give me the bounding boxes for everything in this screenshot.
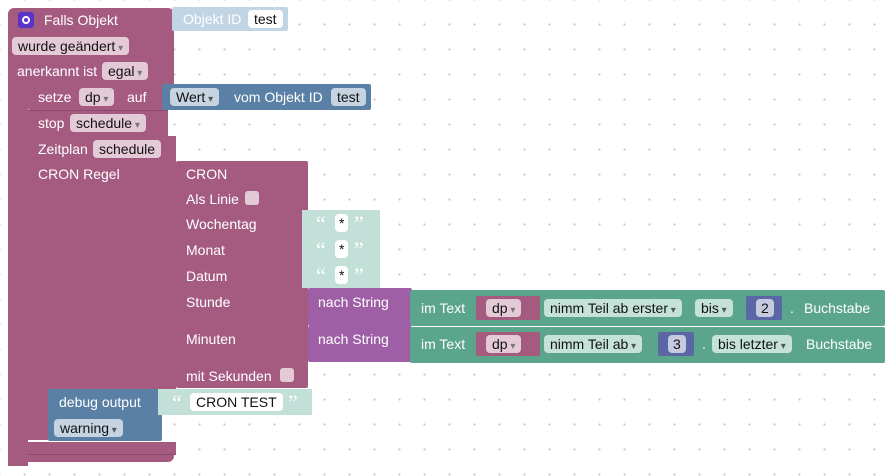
stunde-buchstabe-label: Buchstabe	[804, 300, 871, 316]
stunde-label: Stunde	[186, 294, 231, 310]
close-quote-icon: ”	[354, 237, 364, 262]
stunde-mode-dropdown[interactable]: nimm Teil ab erster	[544, 299, 682, 317]
open-quote-icon: “	[172, 390, 182, 415]
wurde-geaendert-dropdown[interactable]: wurde geändert	[12, 37, 130, 55]
close-quote-icon: ”	[354, 263, 364, 288]
cron-block[interactable]	[176, 161, 308, 388]
setze-label: setze	[38, 89, 72, 105]
objekt-id-block[interactable]: Objekt ID test	[172, 7, 288, 31]
zeitplan-label: Zeitplan	[38, 141, 88, 157]
wochentag-value-block[interactable]: “ * ”	[302, 210, 380, 236]
minuten-var-dropdown[interactable]: dp	[486, 335, 522, 353]
mit-sekunden-checkbox[interactable]	[280, 368, 294, 382]
debug-text-block[interactable]: “ CRON TEST ”	[158, 389, 312, 415]
minuten-buchstabe-label: Buchstabe	[806, 336, 873, 352]
close-quote-icon: ”	[354, 211, 364, 236]
gear-icon[interactable]	[18, 12, 34, 28]
debug-level-dropdown[interactable]: warning	[54, 419, 123, 437]
stop-dropdown[interactable]: schedule	[70, 114, 146, 132]
minuten-label: Minuten	[186, 331, 236, 347]
minuten-nach-string-block[interactable]	[308, 326, 412, 362]
stunde-number[interactable]: 2	[756, 299, 774, 317]
cron-regel-label: CRON Regel	[38, 166, 120, 182]
minuten-dot: .	[702, 336, 706, 352]
auf-label: auf	[127, 89, 147, 105]
stunde-nach-string-label: nach String	[318, 294, 389, 310]
als-linie-label: Als Linie	[186, 191, 239, 207]
wochentag-value[interactable]: *	[335, 214, 349, 232]
minuten-number[interactable]: 3	[668, 335, 686, 353]
open-quote-icon: “	[316, 237, 326, 262]
als-linie-checkbox[interactable]	[245, 191, 259, 205]
minuten-end-dropdown[interactable]: bis letzter	[712, 335, 792, 353]
mit-sekunden-label: mit Sekunden	[186, 368, 272, 384]
stunde-im-text-label: im Text	[421, 300, 466, 316]
open-quote-icon: “	[316, 263, 326, 288]
datum-value[interactable]: *	[335, 266, 349, 284]
wochentag-label: Wochentag	[186, 216, 257, 232]
monat-value[interactable]: *	[335, 240, 349, 258]
setze-var-dropdown[interactable]: dp	[79, 88, 115, 106]
falls-objekt-label: Falls Objekt	[44, 12, 118, 28]
wert-dropdown[interactable]: Wert	[170, 88, 220, 106]
cron-title: CRON	[186, 166, 228, 182]
objekt-id-label: Objekt ID	[183, 11, 242, 27]
zeitplan-name[interactable]: schedule	[93, 140, 162, 158]
minuten-nach-string-label: nach String	[318, 331, 389, 347]
close-quote-icon: ”	[288, 390, 298, 415]
stunde-nach-string-block[interactable]	[308, 288, 412, 326]
anerkannt-ist-label: anerkannt ist	[17, 63, 98, 79]
objekt-id-value[interactable]: test	[248, 10, 283, 28]
vom-objekt-id-label: vom Objekt ID	[234, 89, 323, 105]
minuten-mode-dropdown[interactable]: nimm Teil ab	[544, 335, 643, 353]
stunde-dot: .	[790, 300, 794, 316]
open-quote-icon: “	[316, 211, 326, 236]
wert-objekt-id-value[interactable]: test	[331, 88, 366, 106]
datum-label: Datum	[186, 268, 228, 284]
debug-label: debug output	[59, 394, 141, 410]
monat-label: Monat	[186, 242, 225, 258]
stunde-end-dropdown[interactable]: bis	[695, 299, 733, 317]
datum-value-block[interactable]: “ * ”	[302, 262, 380, 288]
minuten-im-text-label: im Text	[421, 336, 466, 352]
stop-label: stop	[38, 115, 65, 131]
monat-value-block[interactable]: “ * ”	[302, 236, 380, 262]
stunde-var-dropdown[interactable]: dp	[486, 299, 522, 317]
anerkannt-dropdown[interactable]: egal	[102, 62, 149, 80]
debug-text-value[interactable]: CRON TEST	[190, 393, 283, 411]
